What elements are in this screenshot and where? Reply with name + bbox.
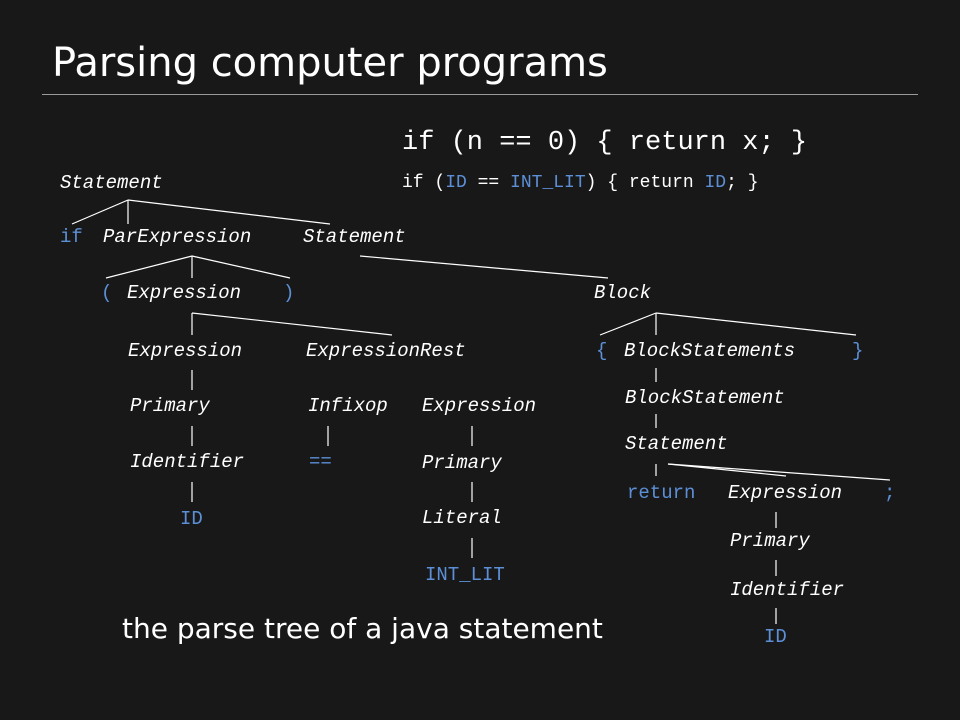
tree-edge: [71, 199, 129, 225]
tree-edge: [105, 255, 193, 279]
tree-edge: [127, 199, 331, 225]
tree-terminal-eqeq: ==: [309, 451, 332, 473]
tree-node-identifier: Identifier: [730, 579, 844, 601]
tree-edge: [667, 463, 891, 481]
tree-node-expression: Expression: [127, 282, 241, 304]
tree-node-identifier: Identifier: [130, 451, 244, 473]
tree-node-expression: Expression: [728, 482, 842, 504]
slide-caption: the parse tree of a java statement: [122, 612, 603, 645]
tree-edge: [655, 312, 857, 336]
tree-node-statement: Statement: [625, 433, 728, 455]
tree-edge: [599, 312, 657, 336]
token-text: ==: [466, 173, 511, 193]
tree-edge: [359, 255, 609, 279]
tree-edge: [191, 255, 291, 279]
token-int-lit: INT_LIT: [510, 173, 586, 193]
tree-node-primary: Primary: [130, 395, 210, 417]
token-id: ID: [704, 173, 727, 193]
tree-terminal-return: return: [627, 482, 695, 504]
token-stream-line: if (ID == INT_LIT) { return ID; }: [402, 173, 759, 193]
tree-node-literal: Literal: [422, 507, 502, 529]
tree-terminal-id: ID: [764, 626, 787, 648]
tree-terminal-if: if: [60, 226, 83, 248]
token-text: ; }: [726, 173, 759, 193]
tree-node-block: Block: [594, 282, 652, 304]
tree-edges: [71, 199, 891, 624]
token-text: if (: [402, 173, 446, 193]
tree-node-statement: Statement: [303, 226, 406, 248]
slide-title: Parsing computer programs: [52, 40, 608, 86]
tree-node-expression: Expression: [128, 340, 242, 362]
token-id: ID: [445, 173, 467, 193]
tree-terminal-int-lit: INT_LIT: [425, 564, 505, 586]
tree-terminal-rparen: ): [283, 282, 294, 304]
tree-terminal-lbrace: {: [596, 340, 607, 362]
tree-terminal-semicolon: ;: [884, 482, 895, 504]
tree-node-primary: Primary: [730, 530, 810, 552]
source-code-line: if (n == 0) { return x; }: [402, 128, 808, 158]
tree-node-expression: Expression: [422, 395, 536, 417]
tree-terminal-id: ID: [180, 508, 203, 530]
tree-node-primary: Primary: [422, 452, 502, 474]
tree-node-blockstatement: BlockStatement: [625, 387, 785, 409]
tree-terminal-rbrace: }: [852, 340, 863, 362]
tree-node-infixop: Infixop: [308, 395, 388, 417]
tree-node-expressionrest: ExpressionRest: [306, 340, 466, 362]
token-text: ) { return: [585, 173, 705, 193]
tree-node-blockstatements: BlockStatements: [624, 340, 795, 362]
tree-edge: [191, 312, 393, 336]
tree-node-parexpression: ParExpression: [103, 226, 251, 248]
title-divider: [42, 94, 918, 95]
tree-node-statement: Statement: [60, 172, 163, 194]
tree-terminal-lparen: (: [101, 282, 112, 304]
